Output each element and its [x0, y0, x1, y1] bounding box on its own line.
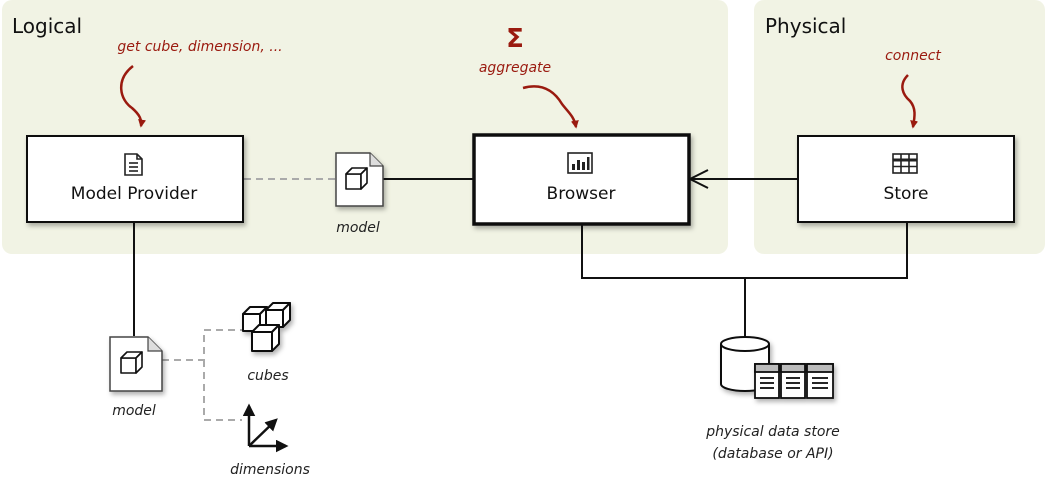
store-box: Store [797, 135, 1015, 223]
table-grid-icon [892, 153, 918, 174]
browser-annotation-arrow [522, 85, 579, 129]
store-annotation-text: connect [885, 48, 941, 64]
physical-region-title: Physical [765, 14, 846, 38]
model-node-top: model [335, 152, 384, 236]
browser-box: Browser [472, 133, 691, 226]
document-icon [124, 153, 143, 176]
data-store-caption-line2: (database or API) [712, 446, 833, 462]
browser-annotation-text: aggregate [479, 60, 551, 76]
sigma-icon: Σ [506, 24, 524, 54]
model-provider-box: Model Provider [26, 135, 244, 223]
model-provider-label: Model Provider [71, 184, 197, 204]
store-label: Store [884, 184, 929, 204]
model-provider-annotation-arrow [120, 65, 146, 128]
dimensions-caption: dimensions [230, 462, 310, 478]
logical-region-title: Logical [12, 14, 82, 38]
data-tables-icon [754, 363, 834, 399]
model-caption-bottom: model [112, 403, 156, 419]
browser-label: Browser [547, 184, 616, 204]
model-caption-top: model [336, 220, 380, 236]
axes-icon [242, 403, 289, 453]
bar-chart-icon [567, 152, 593, 174]
cubes-node: cubes [242, 302, 291, 384]
model-cubes-dimensions-dashed-links [162, 329, 242, 421]
dimensions-node: dimensions [230, 403, 310, 478]
store-annotation-arrow [901, 74, 919, 129]
data-store-node: physical data store (database or API) [705, 336, 840, 462]
store-annotation: connect [885, 48, 941, 129]
model-node-bottom: model [109, 336, 163, 419]
cubes-icon [242, 302, 291, 352]
browser-annotation: Σ aggregate [479, 24, 579, 129]
cube-document-icon [109, 336, 163, 392]
data-store-caption-line1: physical data store [705, 424, 840, 440]
model-provider-annotation-text: get cube, dimension, ... [117, 39, 282, 55]
cube-document-icon [335, 152, 384, 207]
cubes-caption: cubes [247, 368, 288, 384]
model-provider-annotation: get cube, dimension, ... [117, 39, 283, 128]
